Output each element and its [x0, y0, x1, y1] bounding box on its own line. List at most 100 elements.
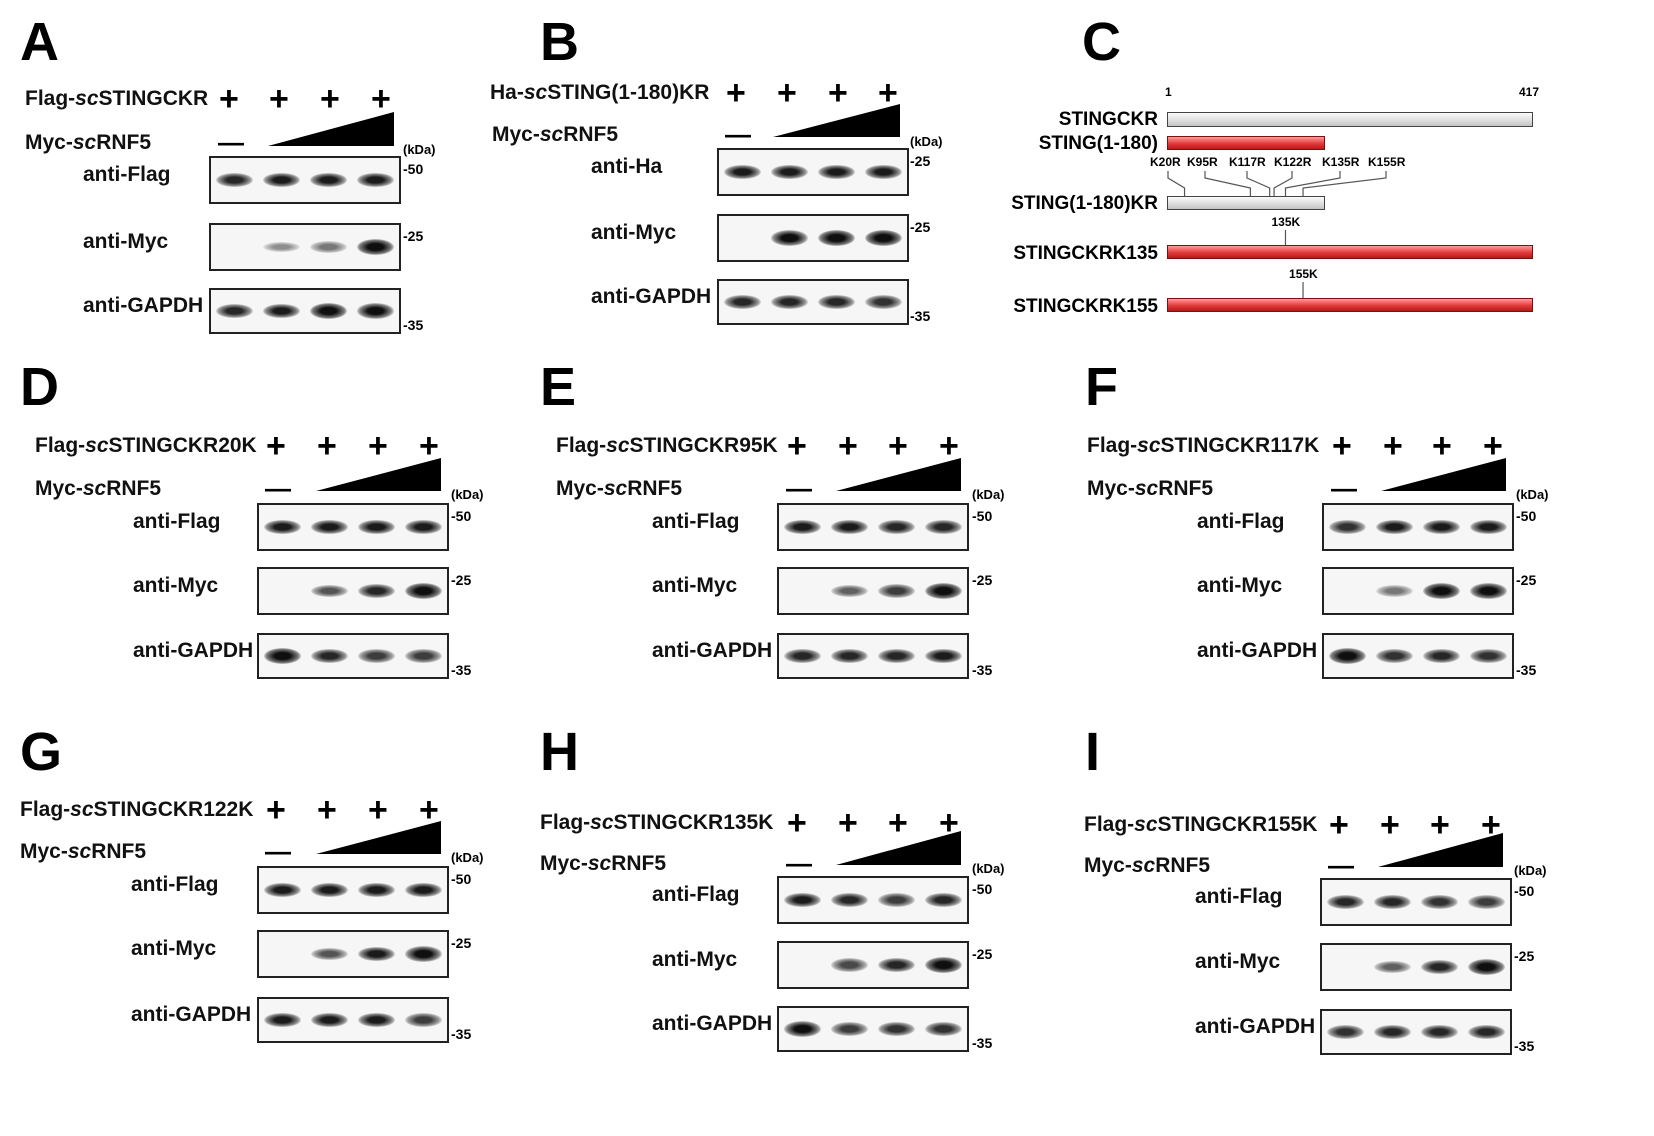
construct-italic: sc — [75, 87, 99, 110]
panel-letter: I — [1085, 722, 1101, 782]
antibody-label: anti-Flag — [652, 883, 740, 906]
mw-value: 35 — [914, 308, 931, 324]
mw-marker: -25 — [1514, 948, 1535, 964]
blot-band — [831, 648, 868, 664]
construct-suffix: STINGCKR155K — [1157, 813, 1318, 836]
blot-band — [216, 172, 253, 188]
blot-band — [925, 1022, 962, 1036]
blot-band — [357, 239, 394, 255]
blot-band — [311, 947, 348, 961]
blot-panel — [1322, 633, 1514, 679]
lane-plus: + — [1380, 806, 1400, 844]
blot-band — [1329, 520, 1366, 534]
antibody-label: anti-Myc — [591, 221, 677, 244]
blot-panel — [777, 633, 969, 679]
construct-name: STINGCKRK135 — [1013, 243, 1158, 264]
mw-marker: -35 — [451, 662, 472, 678]
construct-label: Flag-scSTINGCKR95K — [556, 435, 778, 456]
rnf5-label: Myc-scRNF5 — [556, 478, 682, 499]
lane-plus: + — [320, 80, 340, 118]
kda-label: (kDa) — [972, 487, 1005, 502]
construct-italic: sc — [1134, 813, 1158, 836]
mw-value: 50 — [1518, 883, 1535, 899]
blot-band — [771, 164, 808, 180]
construct-label: Flag-scSTINGCKR135K — [540, 812, 773, 833]
blot-band — [865, 230, 902, 246]
rnf5-italic: sc — [1134, 477, 1159, 500]
mw-value: 50 — [455, 508, 472, 524]
mutation-leader-line — [1204, 171, 1251, 196]
construct-prefix: Ha- — [490, 81, 524, 104]
antibody-label: anti-Flag — [133, 510, 221, 533]
blot-band — [1423, 648, 1460, 664]
antibody-label: anti-Myc — [652, 948, 738, 971]
mw-marker: -50 — [972, 508, 993, 524]
construct-suffix: STING(1-180)KR — [547, 81, 710, 104]
lane-plus: + — [1329, 806, 1349, 844]
rnf5-italic: sc — [587, 852, 612, 875]
mw-value: 25 — [914, 153, 931, 169]
mw-value: 25 — [1520, 572, 1537, 588]
lane-plus: + — [368, 427, 388, 465]
lane-minus: — — [265, 473, 291, 503]
blot-panel — [209, 288, 401, 334]
dose-wedge — [773, 104, 900, 137]
blot-band — [311, 584, 348, 598]
lane-plus: + — [888, 427, 908, 465]
construct-italic: sc — [590, 811, 614, 834]
mw-marker: -50 — [451, 508, 472, 524]
antibody-label: anti-Myc — [652, 574, 738, 597]
blot-band — [1374, 960, 1411, 974]
lane-minus: — — [786, 848, 812, 878]
mutation-leader-line — [1167, 171, 1186, 196]
blot-band — [405, 649, 442, 663]
panel-letter: E — [540, 357, 577, 417]
lane-plus: + — [787, 804, 807, 842]
rnf5-suffix: RNF5 — [563, 123, 619, 146]
lane-plus: + — [419, 791, 439, 829]
blot-band — [831, 1022, 868, 1036]
construct-suffix: STINGCKR117K — [1160, 434, 1320, 457]
mutation-leader-line — [1273, 171, 1293, 196]
antibody-label: anti-GAPDH — [591, 285, 712, 308]
construct-name: STING(1-180)KR — [1011, 193, 1158, 214]
mutation-label: K122R — [1274, 155, 1312, 169]
lane-plus: + — [266, 791, 286, 829]
blot-band — [1376, 585, 1413, 597]
construct-bar — [1167, 245, 1533, 259]
blot-band — [865, 164, 902, 180]
lane-plus: + — [1430, 806, 1450, 844]
panel-letter-c: C — [1082, 12, 1121, 72]
lane-plus: + — [939, 427, 959, 465]
lane-plus: + — [838, 804, 858, 842]
mw-value: 35 — [407, 317, 424, 333]
mw-value: 50 — [976, 881, 993, 897]
rnf5-suffix: RNF5 — [1158, 477, 1214, 500]
blot-band — [1468, 895, 1505, 909]
blot-band — [311, 519, 348, 535]
construct-label: Flag-scSTINGCKR122K — [20, 799, 253, 820]
blot-band — [264, 519, 301, 535]
rnf5-suffix: RNF5 — [611, 852, 667, 875]
antibody-label: anti-Myc — [1197, 574, 1283, 597]
rnf5-suffix: RNF5 — [1155, 854, 1211, 877]
antibody-label: anti-GAPDH — [1195, 1015, 1316, 1038]
blot-panel — [777, 1006, 969, 1052]
construct-prefix: Flag- — [556, 434, 607, 457]
mw-marker: -35 — [972, 662, 993, 678]
mw-value: 35 — [1518, 1038, 1535, 1054]
blot-panel — [777, 876, 969, 924]
construct-prefix: Flag- — [1087, 434, 1138, 457]
blot-panel — [257, 567, 449, 615]
rnf5-prefix: Myc- — [1084, 854, 1132, 877]
blot-band — [405, 882, 442, 898]
blot-panel — [1320, 878, 1512, 926]
construct-prefix: Flag- — [20, 798, 71, 821]
blot-band — [878, 519, 915, 535]
construct-suffix: STINGCKR122K — [93, 798, 254, 821]
construct-italic: sc — [1137, 434, 1161, 457]
blot-band — [925, 648, 962, 664]
lane-minus: — — [1328, 850, 1354, 880]
blot-band — [1468, 959, 1505, 975]
construct-prefix: Flag- — [25, 87, 76, 110]
